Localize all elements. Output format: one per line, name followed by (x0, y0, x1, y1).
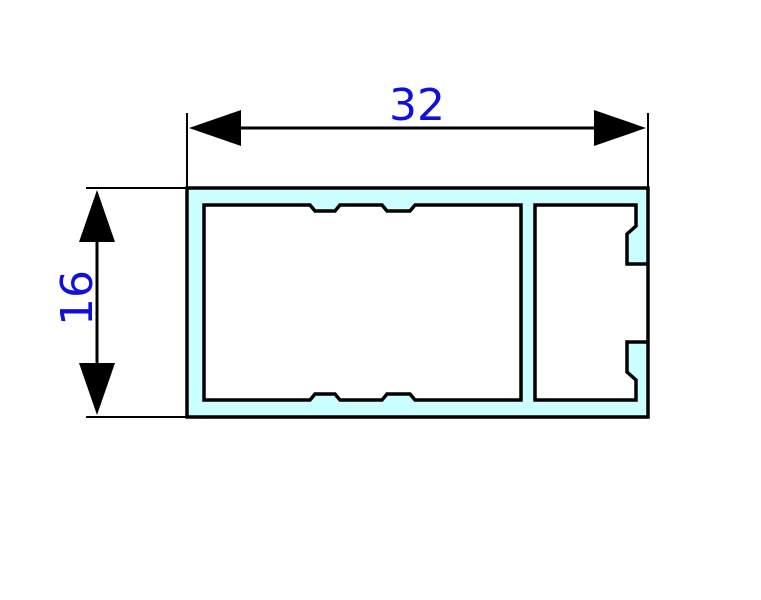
width-arrow-right (594, 110, 646, 146)
height-arrow-bottom (79, 363, 115, 415)
profile-outer-wall (185, 186, 650, 419)
height-dimension-label: 16 (52, 270, 103, 326)
height-dimension: 16 (52, 187, 187, 418)
width-dimension-label: 32 (389, 80, 445, 131)
width-dimension: 32 (186, 80, 649, 188)
height-arrow-top (79, 190, 115, 242)
width-arrow-left (189, 110, 241, 146)
profile-section (185, 186, 650, 419)
